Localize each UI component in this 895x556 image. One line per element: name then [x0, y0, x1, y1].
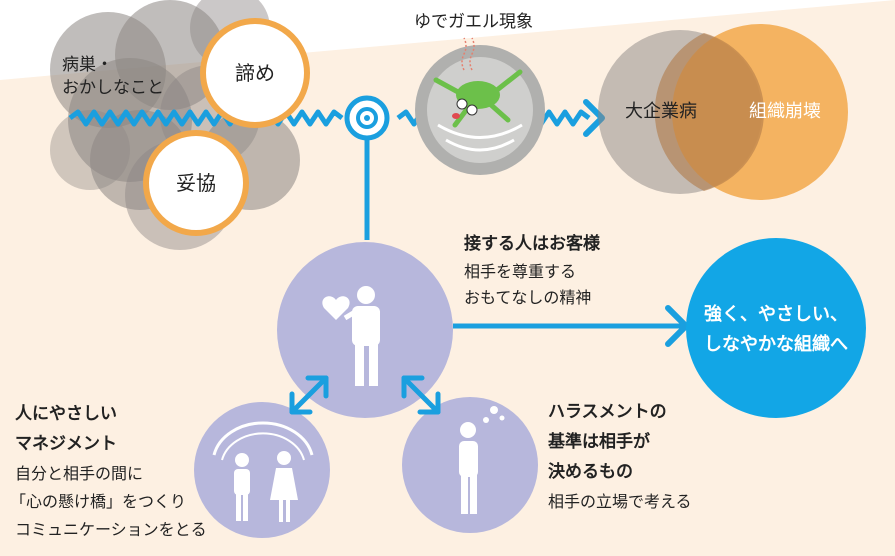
- bidirectional-arrow-right: [401, 375, 441, 415]
- bidirectional-arrow-left: [289, 375, 329, 415]
- goal-circle: [686, 238, 866, 418]
- large-company-disease-label: 大企業病: [625, 101, 697, 122]
- two-people-bridge-icon: [212, 421, 314, 522]
- harassment-line1: 相手の立場で考える: [548, 492, 692, 511]
- goal-line1: 強く、やさしい、: [704, 304, 848, 325]
- harassment-title2: 基準は相手が: [548, 432, 650, 452]
- compromise-circle: [143, 130, 249, 236]
- management-line1: 自分と相手の間に: [15, 464, 144, 483]
- junction-target-icon: [344, 95, 390, 141]
- person-thinking-icon: [459, 406, 505, 514]
- zigzag-line-left: [68, 109, 344, 127]
- compromise-label: 妥協: [176, 171, 216, 195]
- customer-line1: 相手を尊重する: [464, 262, 577, 281]
- management-title1: 人にやさしい: [15, 404, 117, 424]
- harassment-title3: 決めるもの: [548, 462, 633, 482]
- organization-collapse-label: 組織崩壊: [749, 101, 821, 122]
- harassment-title1: ハラスメントの: [548, 402, 667, 422]
- customer-title: 接する人はお客様: [464, 234, 600, 254]
- frog-in-boiling-water-icon: [415, 37, 545, 175]
- problem-label: 病巣・ おかしなこと: [62, 55, 164, 98]
- frog-phenomenon-title: ゆでガエル現象: [414, 12, 533, 32]
- resignation-circle: [200, 18, 310, 128]
- resignation-label: 諦め: [235, 61, 275, 85]
- person-with-heart-icon: [322, 286, 380, 386]
- customer-line2: おもてなしの精神: [464, 288, 592, 307]
- management-title2: マネジメント: [15, 434, 117, 454]
- management-line3: コミュニケーションをとる: [15, 520, 207, 539]
- venn-overlap: [654, 33, 765, 191]
- management-line2: 「心の懸け橋」をつくり: [10, 492, 187, 511]
- goal-line2: しなやかな組織へ: [704, 334, 848, 355]
- goal-arrowhead: [665, 305, 689, 347]
